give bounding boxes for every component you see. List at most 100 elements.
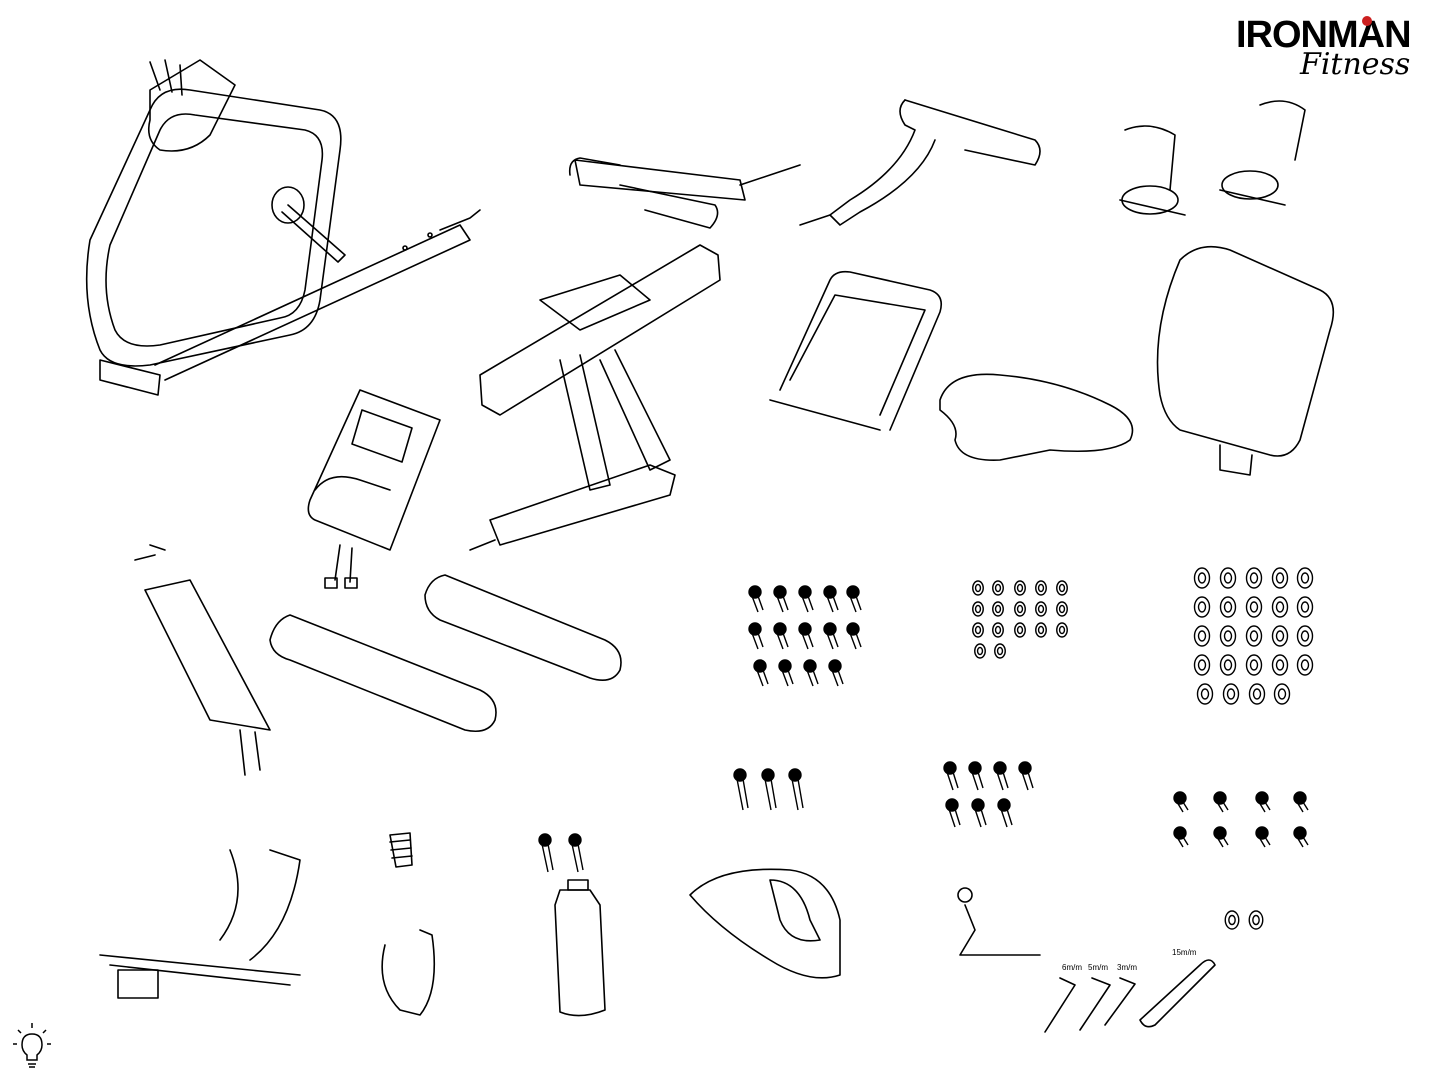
- washer: [1057, 602, 1068, 616]
- washer: [973, 623, 984, 637]
- washer: [993, 602, 1004, 616]
- washer: [975, 644, 986, 658]
- bolt: [799, 586, 813, 612]
- pedals-part: [1120, 101, 1305, 215]
- bolt: [774, 586, 788, 612]
- washer: [1298, 597, 1313, 617]
- bolt: [749, 586, 763, 612]
- washer: [1250, 684, 1265, 704]
- washer: [973, 581, 984, 595]
- console-part: [308, 390, 440, 588]
- washer: [1221, 655, 1236, 675]
- bolt: [734, 769, 748, 810]
- bolt: [799, 623, 813, 649]
- seat-post-part: [135, 545, 270, 775]
- bolt: [1019, 762, 1033, 790]
- bolt: [1214, 792, 1228, 812]
- front-stabilizer-part: [425, 575, 621, 680]
- washer: [1221, 568, 1236, 588]
- upright-tube-part: [570, 158, 800, 228]
- bolt: [774, 623, 788, 649]
- washer: [995, 644, 1006, 658]
- bolt: [779, 660, 793, 686]
- water-bottle-part: [555, 880, 605, 1016]
- bolt: [824, 623, 838, 649]
- tension-knob-part: [958, 888, 1040, 955]
- washer: [1036, 581, 1047, 595]
- washer: [1273, 568, 1288, 588]
- washer: [1015, 623, 1026, 637]
- washer: [1057, 581, 1068, 595]
- washer: [1225, 911, 1239, 929]
- bolt: [804, 660, 818, 686]
- rear-stabilizer-part: [270, 615, 496, 731]
- lightbulb-icon[interactable]: [10, 1020, 54, 1070]
- bottle-cage-part: [382, 930, 434, 1015]
- washer: [1015, 581, 1026, 595]
- bolt: [569, 834, 583, 872]
- bolt: [1174, 827, 1188, 847]
- bolt: [1256, 827, 1270, 847]
- washer: [1273, 597, 1288, 617]
- washer: [1247, 626, 1262, 646]
- washer: [1221, 597, 1236, 617]
- washer: [1273, 655, 1288, 675]
- washer: [1298, 626, 1313, 646]
- bolt: [847, 586, 861, 612]
- washer: [993, 623, 1004, 637]
- allen-key-label-3: 3m/m: [1117, 963, 1137, 972]
- washer: [1247, 597, 1262, 617]
- washer: [1195, 597, 1210, 617]
- washer: [1247, 655, 1262, 675]
- bolt: [754, 660, 768, 686]
- bolt: [998, 799, 1012, 827]
- washer: [973, 602, 984, 616]
- washer: [1298, 655, 1313, 675]
- washer: [1036, 623, 1047, 637]
- bolt: [1174, 792, 1188, 812]
- bolt: [749, 623, 763, 649]
- washer: [1036, 602, 1047, 616]
- wrench-part: [1140, 960, 1215, 1027]
- bolt: [1294, 827, 1308, 847]
- washer: [1195, 655, 1210, 675]
- washer: [1195, 626, 1210, 646]
- washer: [1015, 602, 1026, 616]
- bracket-part: [100, 850, 300, 998]
- wrench-label: 15m/m: [1172, 948, 1197, 957]
- bolt: [847, 623, 861, 649]
- allen-keys-part: [1045, 978, 1135, 1032]
- backrest-pad-part: [1158, 247, 1334, 475]
- backrest-frame-part: [770, 272, 941, 430]
- bolt: [824, 586, 838, 612]
- allen-key-label-6: 6m/m: [1062, 963, 1082, 972]
- handlebar-part: [800, 100, 1040, 225]
- washer: [1224, 684, 1239, 704]
- washer: [1273, 626, 1288, 646]
- main-frame-part: [87, 60, 480, 395]
- bolt: [944, 762, 958, 790]
- bolt: [1256, 792, 1270, 812]
- washer: [1298, 568, 1313, 588]
- bolt: [1294, 792, 1308, 812]
- seat-rail-frame-part: [470, 245, 720, 550]
- bolt: [972, 799, 986, 827]
- bolt: [762, 769, 776, 810]
- washer: [1247, 568, 1262, 588]
- washer: [1195, 568, 1210, 588]
- washer: [1057, 623, 1068, 637]
- spring-part: [390, 833, 412, 867]
- washer: [993, 581, 1004, 595]
- bolt: [539, 834, 553, 872]
- bolt: [789, 769, 803, 810]
- allen-key-label-5: 5m/m: [1088, 963, 1108, 972]
- bolt: [969, 762, 983, 790]
- bolt: [1214, 827, 1228, 847]
- washer: [1221, 626, 1236, 646]
- shroud-cover-part: [690, 869, 840, 978]
- bolt: [946, 799, 960, 827]
- washer: [1275, 684, 1290, 704]
- seat-cushion-part: [940, 374, 1133, 460]
- washer: [1198, 684, 1213, 704]
